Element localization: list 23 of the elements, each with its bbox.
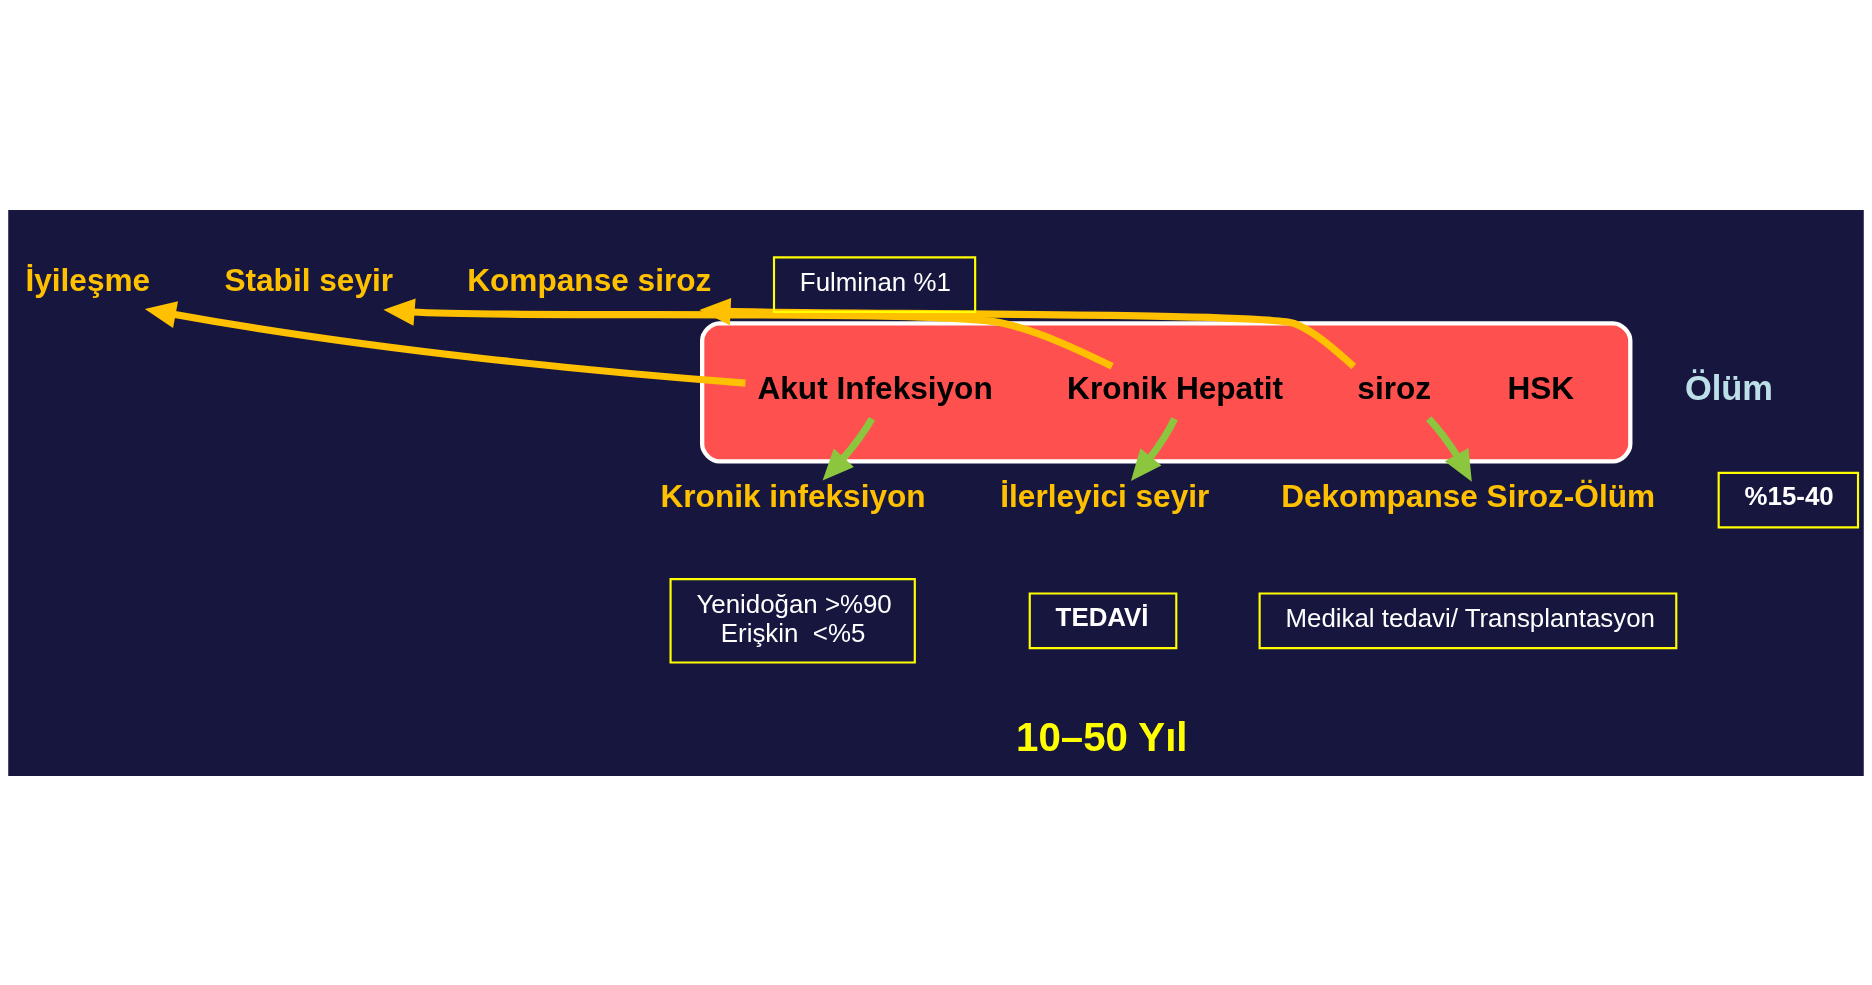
arrow bbox=[383, 298, 1114, 370]
node-text: Dekompanse Siroz-Ölüm bbox=[1281, 477, 1656, 514]
node-box: Yenidoğan >%90 Erişkin <%5 bbox=[669, 577, 916, 664]
node-text: Kronik Hepatit bbox=[1067, 369, 1284, 406]
node-text: Kompanse siroz bbox=[467, 261, 712, 298]
arrow bbox=[144, 300, 746, 387]
label: 10–50 Yıl bbox=[1016, 714, 1188, 760]
arrow bbox=[1426, 415, 1472, 482]
node-box: TEDAVİ bbox=[1028, 591, 1178, 649]
node-text: Kronik infeksiyon bbox=[660, 477, 926, 514]
node-text: siroz bbox=[1357, 369, 1432, 406]
node-text: İlerleyici seyir bbox=[1000, 477, 1210, 514]
node-box: Fulminan %1 bbox=[772, 255, 977, 313]
node-text: Akut Infeksiyon bbox=[757, 369, 993, 406]
arrow bbox=[699, 297, 1357, 369]
node-text: Stabil seyir bbox=[224, 261, 394, 298]
node-box: %15-40 bbox=[1717, 471, 1860, 529]
node-text: Ölüm bbox=[1684, 368, 1773, 407]
node-text: İyileşme bbox=[25, 261, 151, 298]
arrow bbox=[822, 416, 876, 481]
node-box: Medikal tedavi/ Transplantasyon bbox=[1258, 591, 1678, 649]
arrow bbox=[1130, 416, 1178, 481]
node-text: HSK bbox=[1507, 369, 1575, 406]
